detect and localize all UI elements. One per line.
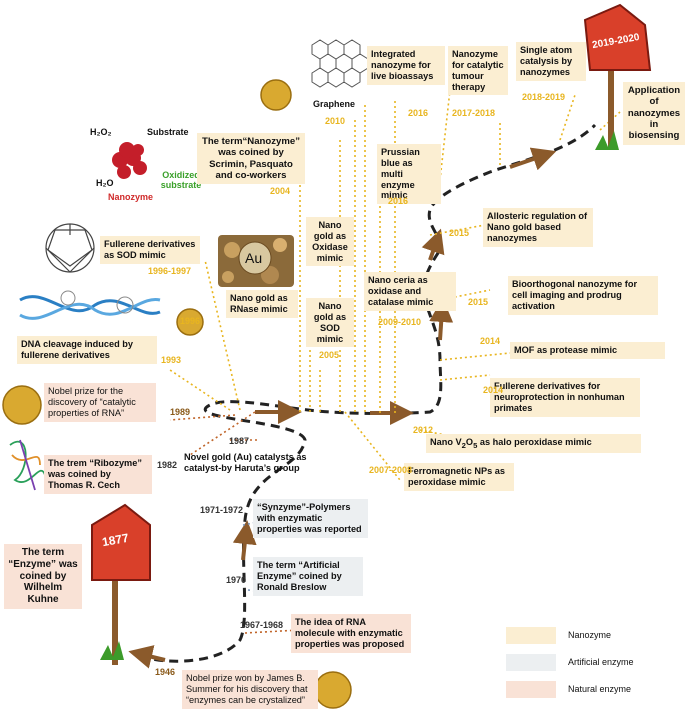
year-2015-b: 2015 [468, 297, 489, 307]
year-2015-a: 2015 [449, 228, 470, 238]
year-1987: 1987 [229, 436, 250, 446]
halo-prefix: Nano V [430, 437, 462, 447]
box-nanozyme-term: The term“Nanozyme” was coined by Scrimin… [197, 133, 305, 185]
h2o2-label: H₂O₂ [90, 127, 112, 137]
oxidized-substrate-label: Oxidized substrate [160, 170, 202, 190]
year-2007: 2007-2008 [369, 465, 413, 475]
year-2004: 2004 [270, 186, 291, 196]
box-prussian: Prussian blue as multi enzyme mimic [377, 144, 441, 205]
dna-helix-icon [19, 290, 161, 320]
halo-mid: O [465, 437, 474, 447]
sign-2019 [583, 3, 652, 150]
year-1996-1997: 1996-1997 [148, 266, 192, 276]
box-sod-2005: Nano gold as SOD mimic [306, 298, 354, 348]
box-halo: Nano V2O5 as halo peroxidase mimic [426, 434, 641, 453]
halo-suffix: as halo peroxidase mimic [477, 437, 592, 447]
gold-particle-image [218, 235, 294, 287]
year-1996: 1996 [180, 316, 201, 326]
year-1971: 1971-1972 [200, 505, 244, 515]
legend-swatch-natural [506, 681, 556, 698]
box-ceria: Nano ceria as oxidase and catalase mimic [364, 272, 456, 311]
graphene-icon [311, 39, 369, 88]
box-rnase: Nano gold as RNase mimic [226, 290, 298, 318]
box-ribozyme-1982: The trem “Ribozyme” was coined by Thomas… [44, 455, 152, 494]
box-single-atom: Single atom catalysis by nanozymes [516, 42, 586, 81]
box-dna-1993: DNA cleavage induced by fullerene deriva… [17, 336, 157, 364]
nanozyme-cluster-icon [112, 142, 147, 179]
nobel-medal-icons [2, 79, 352, 709]
nanozyme-cluster-label: Nanozyme [108, 192, 154, 202]
year-2016-b: 2016 [408, 108, 429, 118]
year-2017: 2017-2018 [452, 108, 496, 118]
box-rna-1967: The idea of RNA molecule with enzymatic … [291, 614, 411, 653]
ribozyme-icon [9, 439, 46, 491]
year-2014-b: 2014 [483, 385, 504, 395]
year-2018: 2018-2019 [522, 92, 566, 102]
box-neuro: Fullerene derivatives for neuroprotectio… [490, 378, 640, 417]
direction-arrows [128, 147, 557, 669]
year-2005: 2005 [319, 350, 340, 360]
h2o-label: H₂O [96, 178, 114, 188]
box-enzyme-1877: The term “Enzyme” was coined by Wilhelm … [4, 544, 82, 609]
year-1946: 1946 [155, 667, 176, 677]
year-1970: 1970 [226, 575, 247, 585]
fullerene-icon [45, 223, 95, 273]
halo-sub-2: 5 [473, 440, 478, 450]
legend-swatch-nanozyme [506, 627, 556, 644]
year-2012: 2012 [413, 425, 434, 435]
box-mof: MOF as protease mimic [510, 342, 665, 359]
year-1967: 1967-1968 [240, 620, 284, 630]
legend-swatch-artificial [506, 654, 556, 671]
year-1993: 1993 [161, 355, 182, 365]
year-2016-a: 2016 [388, 196, 409, 206]
natural-connectors [169, 411, 301, 634]
sign-1877 [91, 503, 151, 665]
substrate-label: Substrate [147, 127, 189, 137]
legend-label-natural: Natural enzyme [568, 684, 632, 694]
halo-sub-1: 2 [461, 440, 466, 450]
year-2010: 2010 [325, 116, 346, 126]
au-label: Au [245, 250, 263, 266]
legend-label-artificial: Artificial enzyme [568, 657, 634, 667]
box-ferro: Ferromagnetic NPs as peroxidase mimic [404, 463, 514, 491]
year-1989: 1989 [170, 407, 191, 417]
box-summer-1946: Nobel prize won by James B. Summer for h… [182, 670, 318, 709]
box-integrated: Integrated nanozyme for live bioassays [367, 46, 445, 85]
box-breslow-1970: The term “Artificial Enzyme” coined by R… [253, 557, 363, 596]
box-oxidase: Nano gold as Oxidase mimic [306, 217, 354, 267]
box-bioorthogonal: Bioorthogonal nanozyme for cell imaging … [508, 276, 658, 315]
box-haruta-1987: Novel gold (Au) catalysts as catalyst-by… [184, 452, 307, 473]
box-fullerene-sod: Fullerene derivatives as SOD mimic [100, 236, 200, 264]
box-nobel-1989: Nobel prize for the discovery of “cataly… [44, 383, 156, 422]
year-2009: 2009-2010 [378, 317, 422, 327]
legend-label-nanozyme: Nanozyme [568, 630, 612, 640]
box-allosteric: Allosteric regulation of Nano gold based… [483, 208, 593, 247]
graphene-label: Graphene [313, 99, 356, 109]
box-application: Application of nanozymes in biosensing [623, 82, 685, 145]
year-2014-a: 2014 [480, 336, 501, 346]
box-tumour: Nanozyme for catalytic tumour therapy [448, 46, 508, 96]
box-synzyme-1971: “Synzyme”-Polymers with enzymatic proper… [253, 499, 368, 538]
year-1982: 1982 [157, 460, 178, 470]
